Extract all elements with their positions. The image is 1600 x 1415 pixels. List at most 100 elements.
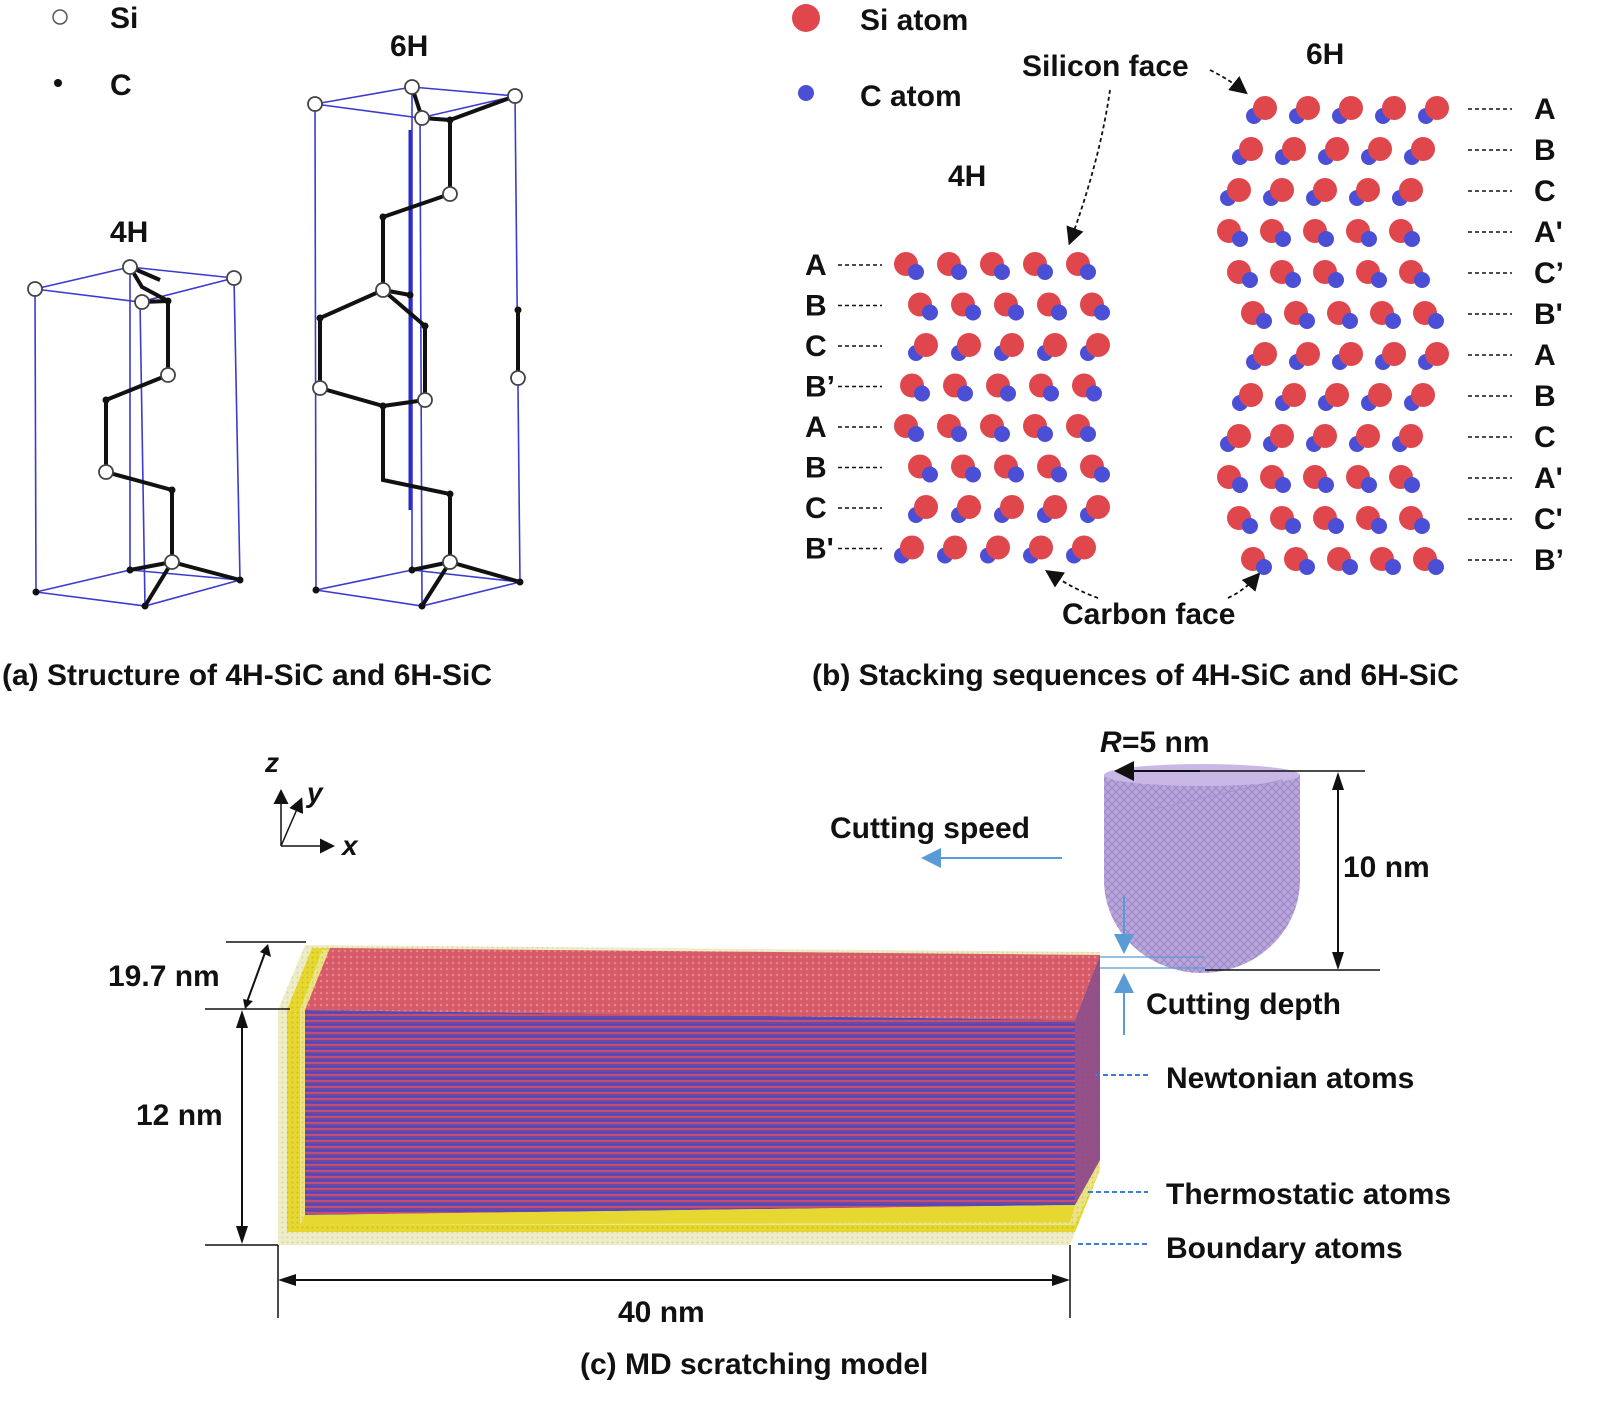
si-atom — [1382, 342, 1406, 366]
layer-6h-label: A — [1534, 339, 1556, 372]
si-atom — [1253, 96, 1277, 120]
tool-height-label: 10 nm — [1343, 851, 1430, 884]
atoms-6h — [307, 79, 526, 610]
workpiece — [278, 945, 1100, 1245]
c-atom — [1037, 426, 1053, 442]
si-atom — [1239, 383, 1263, 407]
c-atom — [1256, 313, 1272, 329]
c-atom — [1043, 385, 1059, 402]
si-atom — [957, 495, 981, 519]
legend-si-marker — [52, 9, 68, 25]
layer-6h-label: C’ — [1534, 257, 1564, 290]
c-atom — [908, 426, 924, 442]
legend-si-atom-marker — [792, 4, 820, 32]
layer-6h-label: B' — [1534, 298, 1563, 331]
c-atom — [994, 264, 1010, 280]
cutting-speed-label: Cutting speed — [830, 812, 1030, 845]
si-atom — [1313, 178, 1337, 202]
si-atom — [1029, 535, 1053, 560]
si-atom — [1399, 178, 1423, 202]
c-atom — [1242, 518, 1258, 534]
thermostatic-layer — [300, 1205, 1075, 1225]
si-atom — [1339, 96, 1363, 120]
silicon-face-arrow-4h — [1066, 89, 1111, 246]
si-atom — [1325, 383, 1349, 407]
c-atom — [1285, 518, 1301, 534]
si-atom — [1425, 96, 1449, 120]
c-atom — [1385, 313, 1401, 329]
label-6h-structure: 6H — [390, 30, 428, 63]
axis-x-label: x — [340, 830, 359, 861]
si-atom — [1086, 495, 1110, 519]
c-atom — [1318, 477, 1334, 493]
layer-4h-label: A — [805, 249, 827, 282]
si-atom — [900, 535, 924, 560]
c-atom — [1285, 272, 1301, 288]
si-atom — [1043, 495, 1067, 519]
cutting-tool — [1104, 764, 1300, 973]
c-atom — [1385, 559, 1401, 575]
boundary-label: Boundary atoms — [1166, 1232, 1403, 1265]
silicon-face-label: Silicon face — [1022, 50, 1189, 83]
si-atom — [1270, 178, 1294, 202]
c-atom — [1371, 272, 1387, 288]
c-atom — [1256, 559, 1272, 575]
radius-r-symbol: R — [1100, 726, 1122, 759]
si-atom — [1296, 342, 1320, 366]
si-atom — [1086, 333, 1110, 357]
cutting-depth-label: Cutting depth — [1146, 988, 1341, 1021]
c-atom — [1342, 559, 1358, 575]
si-atom — [1282, 383, 1306, 407]
panel-b: Si atom C atom 4H 6H Silicon face Carbon… — [792, 4, 1564, 692]
layer-6h-label: B — [1534, 134, 1556, 167]
layer-4h-label: B’ — [805, 371, 835, 404]
si-atom — [1072, 535, 1096, 560]
layer-4h-label: B' — [805, 533, 834, 566]
c-atom — [1094, 466, 1110, 483]
label-4h-stacking: 4H — [948, 160, 986, 193]
c-atom — [1275, 477, 1291, 493]
c-atom — [1008, 304, 1024, 321]
si-atom — [1411, 137, 1435, 161]
layer-6h-label: B’ — [1534, 544, 1564, 577]
si-atom — [914, 495, 938, 519]
newtonian-top-face — [305, 948, 1100, 1020]
legend-c-atom-label: C atom — [860, 80, 962, 113]
c-atom — [1000, 385, 1016, 402]
si-atom — [1411, 383, 1435, 407]
c-atom — [1008, 466, 1024, 483]
c-atom — [1428, 559, 1444, 575]
label-6h-stacking: 6H — [1306, 38, 1344, 71]
layer-6h-label: A' — [1534, 216, 1563, 249]
layer-6h-label: C — [1534, 175, 1556, 208]
si-atom — [1339, 342, 1363, 366]
si-atom — [1000, 495, 1024, 519]
height-label: 12 nm — [136, 1099, 223, 1132]
c-atom — [1037, 264, 1053, 280]
width-dimension — [246, 949, 267, 1003]
c-atom — [1371, 518, 1387, 534]
c-atom — [1414, 272, 1430, 288]
si-atom — [1368, 383, 1392, 407]
length-label: 40 nm — [618, 1296, 705, 1329]
axis-z-label: z — [264, 747, 279, 778]
c-atom — [1404, 231, 1420, 247]
si-atom — [957, 333, 981, 357]
si-atom — [943, 535, 967, 560]
width-label: 19.7 nm — [108, 960, 220, 993]
layer-6h-label: A — [1534, 93, 1556, 126]
carbon-face-label: Carbon face — [1062, 598, 1235, 631]
atoms-4h — [27, 259, 244, 610]
layer-6h-label: C — [1534, 421, 1556, 454]
c-atom — [922, 466, 938, 483]
unit-cell-4h — [34, 266, 241, 607]
c-atom — [1328, 518, 1344, 534]
si-atom — [986, 535, 1010, 560]
c-atom — [1086, 385, 1102, 402]
c-atom — [1361, 477, 1377, 493]
c-atom — [1242, 272, 1258, 288]
newtonian-front-face — [305, 1010, 1075, 1215]
legend-si-label: Si — [110, 2, 138, 35]
layer-4h-label: B — [805, 290, 827, 323]
